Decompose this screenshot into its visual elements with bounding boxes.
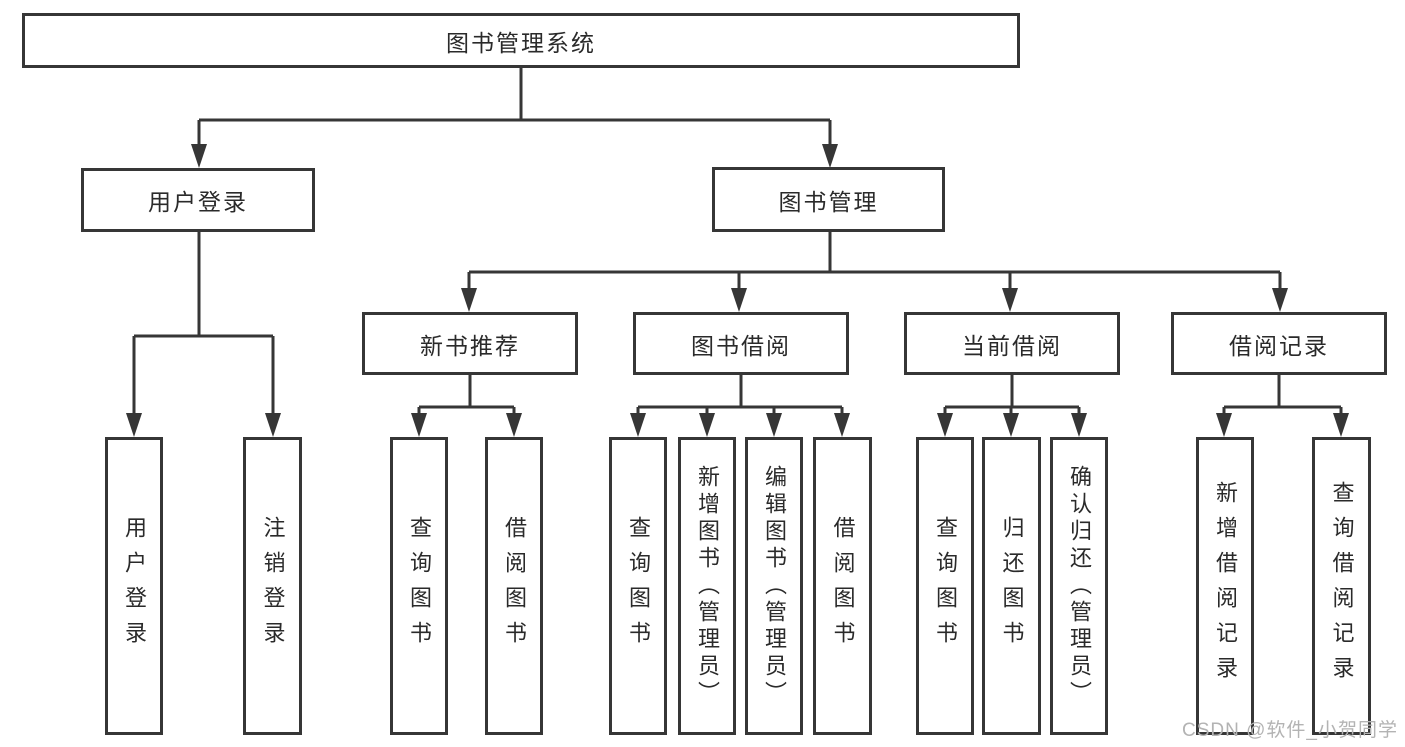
leaf-user-login-label: 用户登录 [122, 516, 147, 656]
leaf-query-books-current: 查询图书 [916, 437, 974, 735]
leaf-query-books-current-label: 查询图书 [933, 516, 958, 656]
node-library-mgmt-system: 图书管理系统 [22, 13, 1020, 68]
edge-root-to-level2 [197, 68, 832, 148]
leaf-user-login: 用户登录 [105, 437, 163, 735]
node-book-borrow: 图书借阅 [633, 312, 849, 375]
leaf-return-book: 归还图书 [982, 437, 1041, 735]
leaf-confirm-return-admin: 确认归还（管理员） [1050, 437, 1108, 735]
leaf-add-book-admin: 新增图书（管理员） [678, 437, 736, 735]
leaf-edit-book-admin-label: 编辑图书（管理员） [762, 464, 787, 708]
leaf-return-book-label: 归还图书 [999, 516, 1025, 656]
leaf-borrow-books-label: 借阅图书 [830, 516, 856, 656]
leaf-query-books-borrow: 查询图书 [609, 437, 667, 735]
leaf-logout-label: 注销登录 [260, 516, 286, 656]
edge-user-login-children [132, 232, 275, 419]
leaf-logout: 注销登录 [243, 437, 302, 735]
node-new-book-rec: 新书推荐 [362, 312, 578, 375]
leaf-add-book-admin-label: 新增图书（管理员） [695, 464, 720, 708]
edge-current-borrow-children [943, 375, 1081, 419]
node-book-mgmt: 图书管理 [712, 167, 945, 232]
edge-book-mgmt-children [467, 232, 1282, 292]
leaf-add-borrow-record: 新增借阅记录 [1196, 437, 1254, 735]
leaf-query-borrow-record-label: 查询借阅记录 [1329, 481, 1355, 691]
leaf-query-borrow-record: 查询借阅记录 [1312, 437, 1371, 735]
leaf-confirm-return-admin-label: 确认归还（管理员） [1067, 464, 1092, 708]
node-current-borrow: 当前借阅 [904, 312, 1120, 375]
node-user-login: 用户登录 [81, 168, 315, 232]
leaf-edit-book-admin: 编辑图书（管理员） [745, 437, 803, 735]
leaf-add-borrow-record-label: 新增借阅记录 [1213, 481, 1238, 691]
node-borrow-records: 借阅记录 [1171, 312, 1387, 375]
leaf-query-books-rec: 查询图书 [390, 437, 448, 735]
edge-book-borrow-children [636, 375, 844, 419]
leaf-borrow-books-rec: 借阅图书 [485, 437, 543, 735]
edge-borrow-records-children [1222, 375, 1343, 419]
edge-new-book-rec-children [417, 375, 516, 419]
leaf-query-books-borrow-label: 查询图书 [626, 516, 651, 656]
leaf-borrow-books: 借阅图书 [813, 437, 872, 735]
leaf-query-books-rec-label: 查询图书 [407, 516, 432, 656]
leaf-borrow-books-rec-label: 借阅图书 [502, 516, 527, 656]
